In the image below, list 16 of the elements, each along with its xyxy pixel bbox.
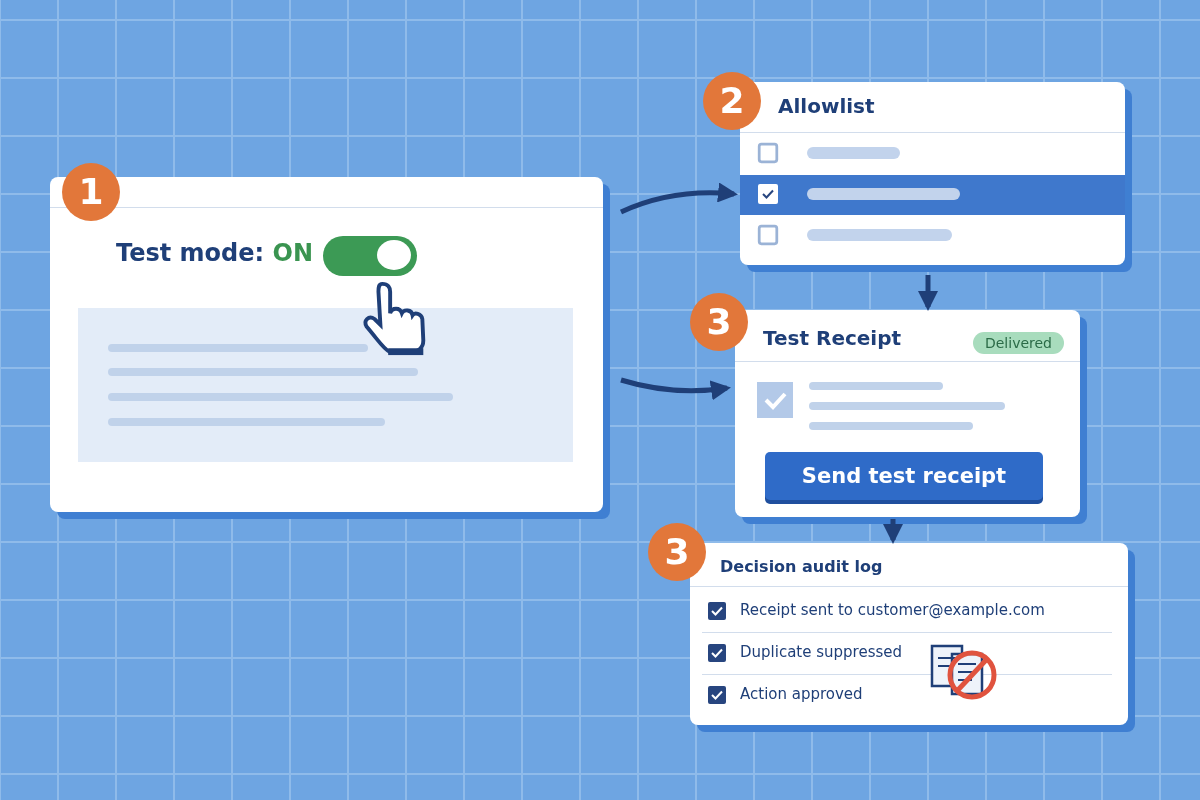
arrow xyxy=(883,519,903,544)
card-heading: Test Receipt xyxy=(763,326,902,350)
log-entry: Action approved xyxy=(740,685,863,703)
step-badge: 3 xyxy=(690,293,748,351)
step-badge: 1 xyxy=(62,163,120,221)
arrow xyxy=(620,182,738,215)
status-badge: Delivered xyxy=(972,332,1064,354)
log-entry: Receipt sent to customer@example.com xyxy=(740,601,1045,619)
step-badge: 3 xyxy=(648,523,706,581)
step-badge: 2 xyxy=(703,72,761,130)
card-heading: Allowlist xyxy=(778,94,875,118)
arrow xyxy=(918,275,938,311)
card-heading: Decision audit log xyxy=(720,557,883,576)
setting-label: Test mode: ON xyxy=(116,239,313,267)
log-entry: Duplicate suppressed xyxy=(740,643,903,661)
arrow xyxy=(620,377,731,400)
